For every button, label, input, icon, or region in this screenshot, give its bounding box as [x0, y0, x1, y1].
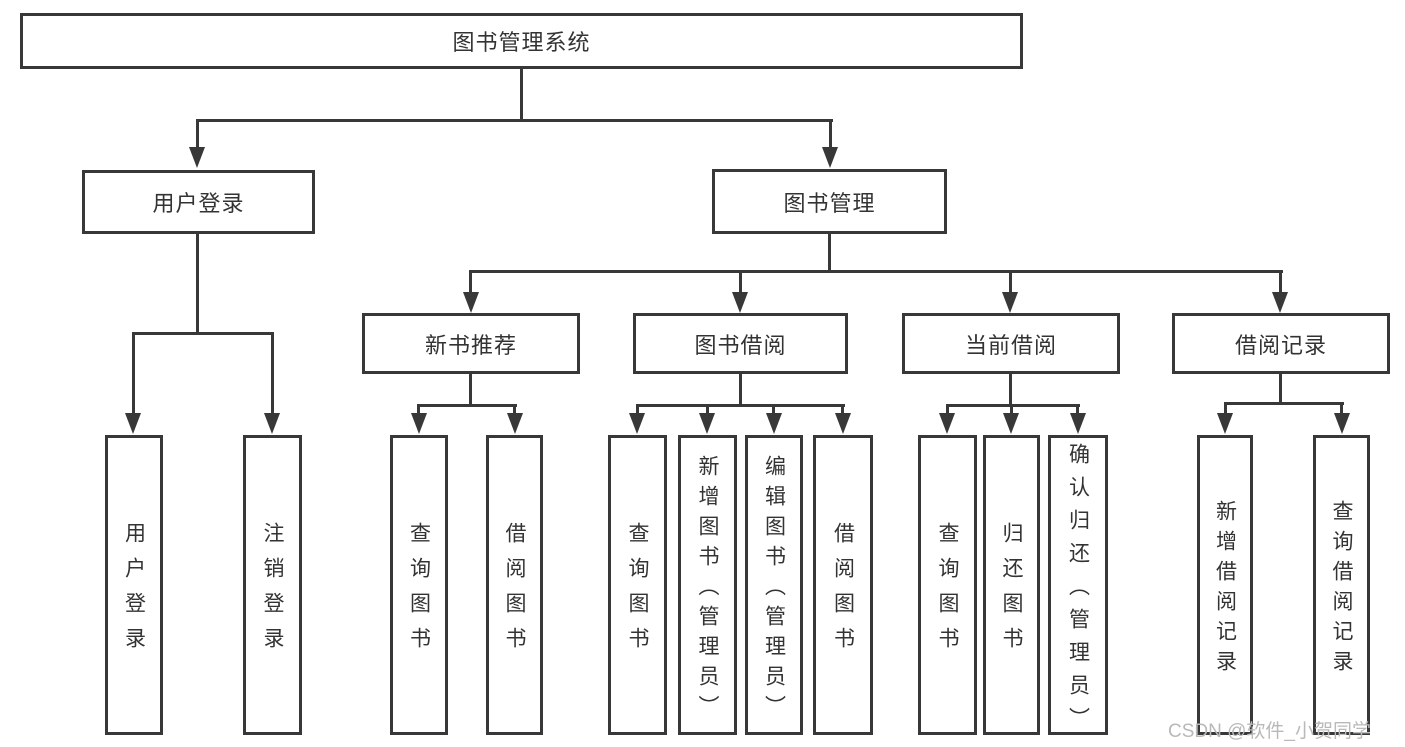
connector-line	[132, 332, 274, 335]
arrow-down-icon	[629, 413, 645, 434]
node-current-borrowing-label: 当前借阅	[964, 332, 1057, 358]
leaf-logout: 注销登录	[243, 435, 302, 735]
leaf-current-query-books-label: 查询图书	[936, 522, 959, 662]
connector-line	[520, 69, 523, 122]
arrow-down-icon	[1272, 292, 1288, 313]
connector-line	[1340, 402, 1343, 415]
leaf-newbook-query-books-label: 查询图书	[407, 522, 431, 662]
connector-line	[196, 119, 199, 148]
leaf-borrow-query-books-label: 查询图书	[626, 522, 649, 662]
leaf-borrow-edit-books-admin-label: 编辑图书（管理员）	[762, 454, 786, 725]
node-book-management: 图书管理	[712, 169, 947, 234]
connector-line	[469, 270, 1283, 273]
leaf-records-query-record: 查询借阅记录	[1313, 435, 1370, 735]
node-book-management-system: 图书管理系统	[20, 13, 1023, 69]
leaf-borrow-borrow-books-label: 借阅图书	[831, 522, 855, 662]
connector-line	[841, 404, 844, 415]
leaf-borrow-add-books-admin-label: 新增图书（管理员）	[696, 454, 719, 725]
arrow-down-icon	[1217, 413, 1233, 434]
connector-line	[132, 332, 135, 415]
connector-line	[636, 404, 845, 407]
connector-line	[196, 234, 199, 335]
node-book-borrowing: 图书借阅	[633, 313, 848, 374]
arrow-down-icon	[463, 292, 479, 313]
arrow-down-icon	[1002, 292, 1018, 313]
connector-line	[1224, 402, 1344, 405]
leaf-records-add-record-label: 新增借阅记录	[1213, 499, 1237, 680]
connector-line	[739, 270, 742, 294]
leaf-borrow-add-books-admin: 新增图书（管理员）	[678, 435, 737, 735]
connector-line	[828, 234, 831, 273]
connector-line	[1224, 402, 1227, 415]
connector-line	[829, 119, 832, 148]
connector-line	[772, 404, 775, 415]
leaf-current-return-books-label: 归还图书	[1000, 522, 1023, 662]
leaf-records-add-record: 新增借阅记录	[1197, 435, 1253, 735]
node-book-management-system-label: 图书管理系统	[452, 30, 591, 55]
leaf-current-query-books: 查询图书	[918, 435, 977, 735]
leaf-newbook-query-books: 查询图书	[390, 435, 448, 735]
connector-line	[469, 270, 472, 294]
arrow-down-icon	[189, 147, 205, 168]
arrow-down-icon	[1070, 413, 1086, 434]
node-borrowing-records-label: 借阅记录	[1234, 332, 1327, 358]
leaf-current-confirm-return-admin: 确认归还（管理员）	[1048, 435, 1108, 740]
arrow-down-icon	[125, 413, 141, 434]
node-new-book-recommend-label: 新书推荐	[424, 332, 517, 358]
leaf-user-login: 用户登录	[105, 435, 163, 735]
connector-line	[469, 374, 472, 407]
leaf-current-confirm-return-admin-label: 确认归还（管理员）	[1066, 442, 1090, 740]
leaf-borrow-edit-books-admin: 编辑图书（管理员）	[745, 435, 803, 735]
connector-line	[706, 404, 709, 415]
arrow-down-icon	[1003, 413, 1019, 434]
connector-line	[1009, 374, 1012, 407]
node-new-book-recommend: 新书推荐	[362, 313, 580, 374]
arrow-down-icon	[835, 413, 851, 434]
arrow-down-icon	[822, 147, 838, 168]
node-user-login-label: 用户登录	[152, 191, 245, 216]
leaf-newbook-borrow-books-label: 借阅图书	[503, 522, 526, 662]
connector-line	[636, 404, 639, 415]
leaf-newbook-borrow-books: 借阅图书	[486, 435, 543, 735]
connector-line	[1279, 270, 1282, 294]
leaf-user-login-label: 用户登录	[122, 522, 146, 662]
connector-line	[1009, 270, 1012, 294]
node-current-borrowing: 当前借阅	[902, 313, 1120, 374]
connector-line	[1279, 374, 1282, 405]
connector-line	[946, 404, 1080, 407]
connector-line	[739, 374, 742, 407]
connector-line	[417, 404, 420, 415]
leaf-logout-label: 注销登录	[261, 522, 284, 662]
connector-line	[417, 404, 517, 407]
arrow-down-icon	[939, 413, 955, 434]
connector-line	[1010, 404, 1013, 415]
leaf-borrow-query-books: 查询图书	[608, 435, 667, 735]
connector-line	[271, 332, 274, 415]
node-book-management-label: 图书管理	[783, 190, 876, 216]
connector-line	[196, 119, 833, 122]
node-user-login: 用户登录	[82, 170, 315, 234]
connector-line	[513, 404, 516, 415]
arrow-down-icon	[507, 413, 523, 434]
arrow-down-icon	[699, 413, 715, 434]
arrow-down-icon	[264, 413, 280, 434]
connector-line	[946, 404, 949, 415]
connector-line	[1076, 404, 1079, 415]
arrow-down-icon	[766, 413, 782, 434]
leaf-records-query-record-label: 查询借阅记录	[1330, 499, 1353, 680]
arrow-down-icon	[1334, 413, 1350, 434]
leaf-borrow-borrow-books: 借阅图书	[813, 435, 873, 735]
arrow-down-icon	[411, 413, 427, 434]
leaf-current-return-books: 归还图书	[983, 435, 1040, 735]
watermark: CSDN @软件_小贺同学	[1168, 721, 1371, 742]
node-borrowing-records: 借阅记录	[1172, 313, 1390, 374]
node-book-borrowing-label: 图书借阅	[694, 332, 787, 358]
arrow-down-icon	[732, 292, 748, 313]
